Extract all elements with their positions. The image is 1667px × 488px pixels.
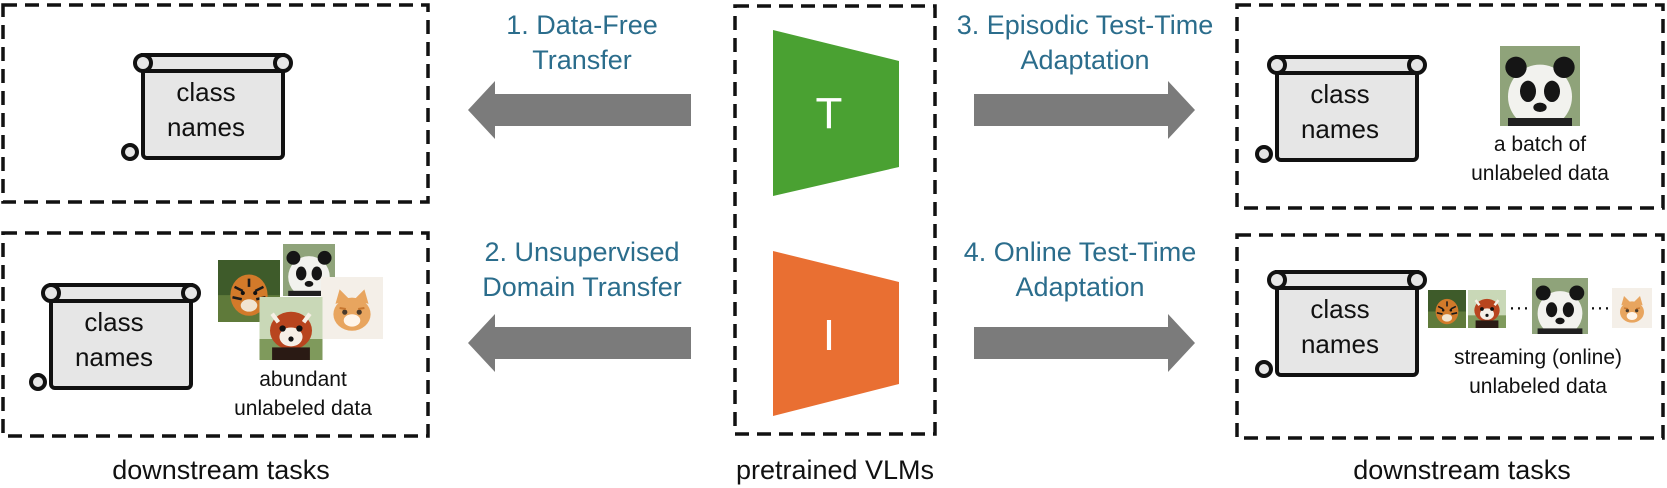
method-2-label-line2: Domain Transfer xyxy=(482,272,682,302)
method-2-label-line1: 2. Unsupervised xyxy=(484,237,679,267)
ellipsis-dots: ··· xyxy=(1590,296,1611,319)
kitten-image xyxy=(1612,288,1652,328)
arrow-left-unsupervised xyxy=(468,314,691,372)
image-collage xyxy=(218,244,383,360)
abundant-data-label-line2: unlabeled data xyxy=(234,397,372,420)
task-box-online-tta xyxy=(1235,233,1665,440)
red-panda-image xyxy=(1468,290,1506,328)
image-encoder-label: I xyxy=(823,311,835,360)
arrow-left-data-free xyxy=(468,81,691,139)
panda-image xyxy=(1532,278,1588,334)
scroll-label-line2: names xyxy=(1301,114,1379,144)
panda-image xyxy=(1500,46,1580,126)
streaming-data-label-line1: streaming (online) xyxy=(1454,346,1622,369)
vlm-box xyxy=(733,4,937,436)
scroll-label-line1: class xyxy=(84,307,143,337)
method-4-label-line2: Adaptation xyxy=(1015,272,1144,302)
scroll-label-line2: names xyxy=(75,342,153,372)
red-panda-image xyxy=(260,297,323,360)
caption-center: pretrained VLMs xyxy=(736,455,934,485)
method-1-label-line1: 1. Data-Free xyxy=(506,10,658,40)
arrow-right-episodic xyxy=(974,81,1195,139)
image-stream xyxy=(1428,278,1652,334)
tiger-image xyxy=(1428,290,1466,328)
streaming-data-label-line2: unlabeled data xyxy=(1469,375,1607,398)
scroll-label-line1: class xyxy=(176,77,235,107)
scroll-icon: class names xyxy=(29,283,201,391)
caption-right: downstream tasks xyxy=(1353,455,1571,485)
scroll-label-line1: class xyxy=(1310,294,1369,324)
scroll-icon: class names xyxy=(121,53,293,161)
image-encoder-shape xyxy=(773,251,899,416)
text-encoder-label: T xyxy=(816,89,843,138)
arrow-right-online xyxy=(974,314,1195,372)
caption-left: downstream tasks xyxy=(112,455,330,485)
method-4-label-line1: 4. Online Test-Time xyxy=(964,237,1197,267)
text-encoder-shape xyxy=(773,30,899,196)
method-1-label-line2: Transfer xyxy=(532,45,632,75)
scroll-icon: class names xyxy=(1255,55,1427,163)
task-box-data-free xyxy=(1,3,430,204)
task-box-episodic-tta xyxy=(1235,3,1665,210)
task-box-unsupervised-domain xyxy=(1,231,430,438)
batch-data-label-line2: unlabeled data xyxy=(1471,162,1609,185)
abundant-data-label-line1: abundant xyxy=(259,368,347,391)
method-3-label-line1: 3. Episodic Test-Time xyxy=(957,10,1214,40)
method-3-label-line2: Adaptation xyxy=(1020,45,1149,75)
scroll-label-line2: names xyxy=(167,112,245,142)
scroll-label-line1: class xyxy=(1310,79,1369,109)
kitten-image xyxy=(321,276,383,340)
scroll-icon: class names xyxy=(1255,270,1427,378)
ellipsis-dots: ··· xyxy=(1509,296,1530,319)
scroll-label-line2: names xyxy=(1301,329,1379,359)
batch-data-label-line1: a batch of xyxy=(1494,133,1586,156)
